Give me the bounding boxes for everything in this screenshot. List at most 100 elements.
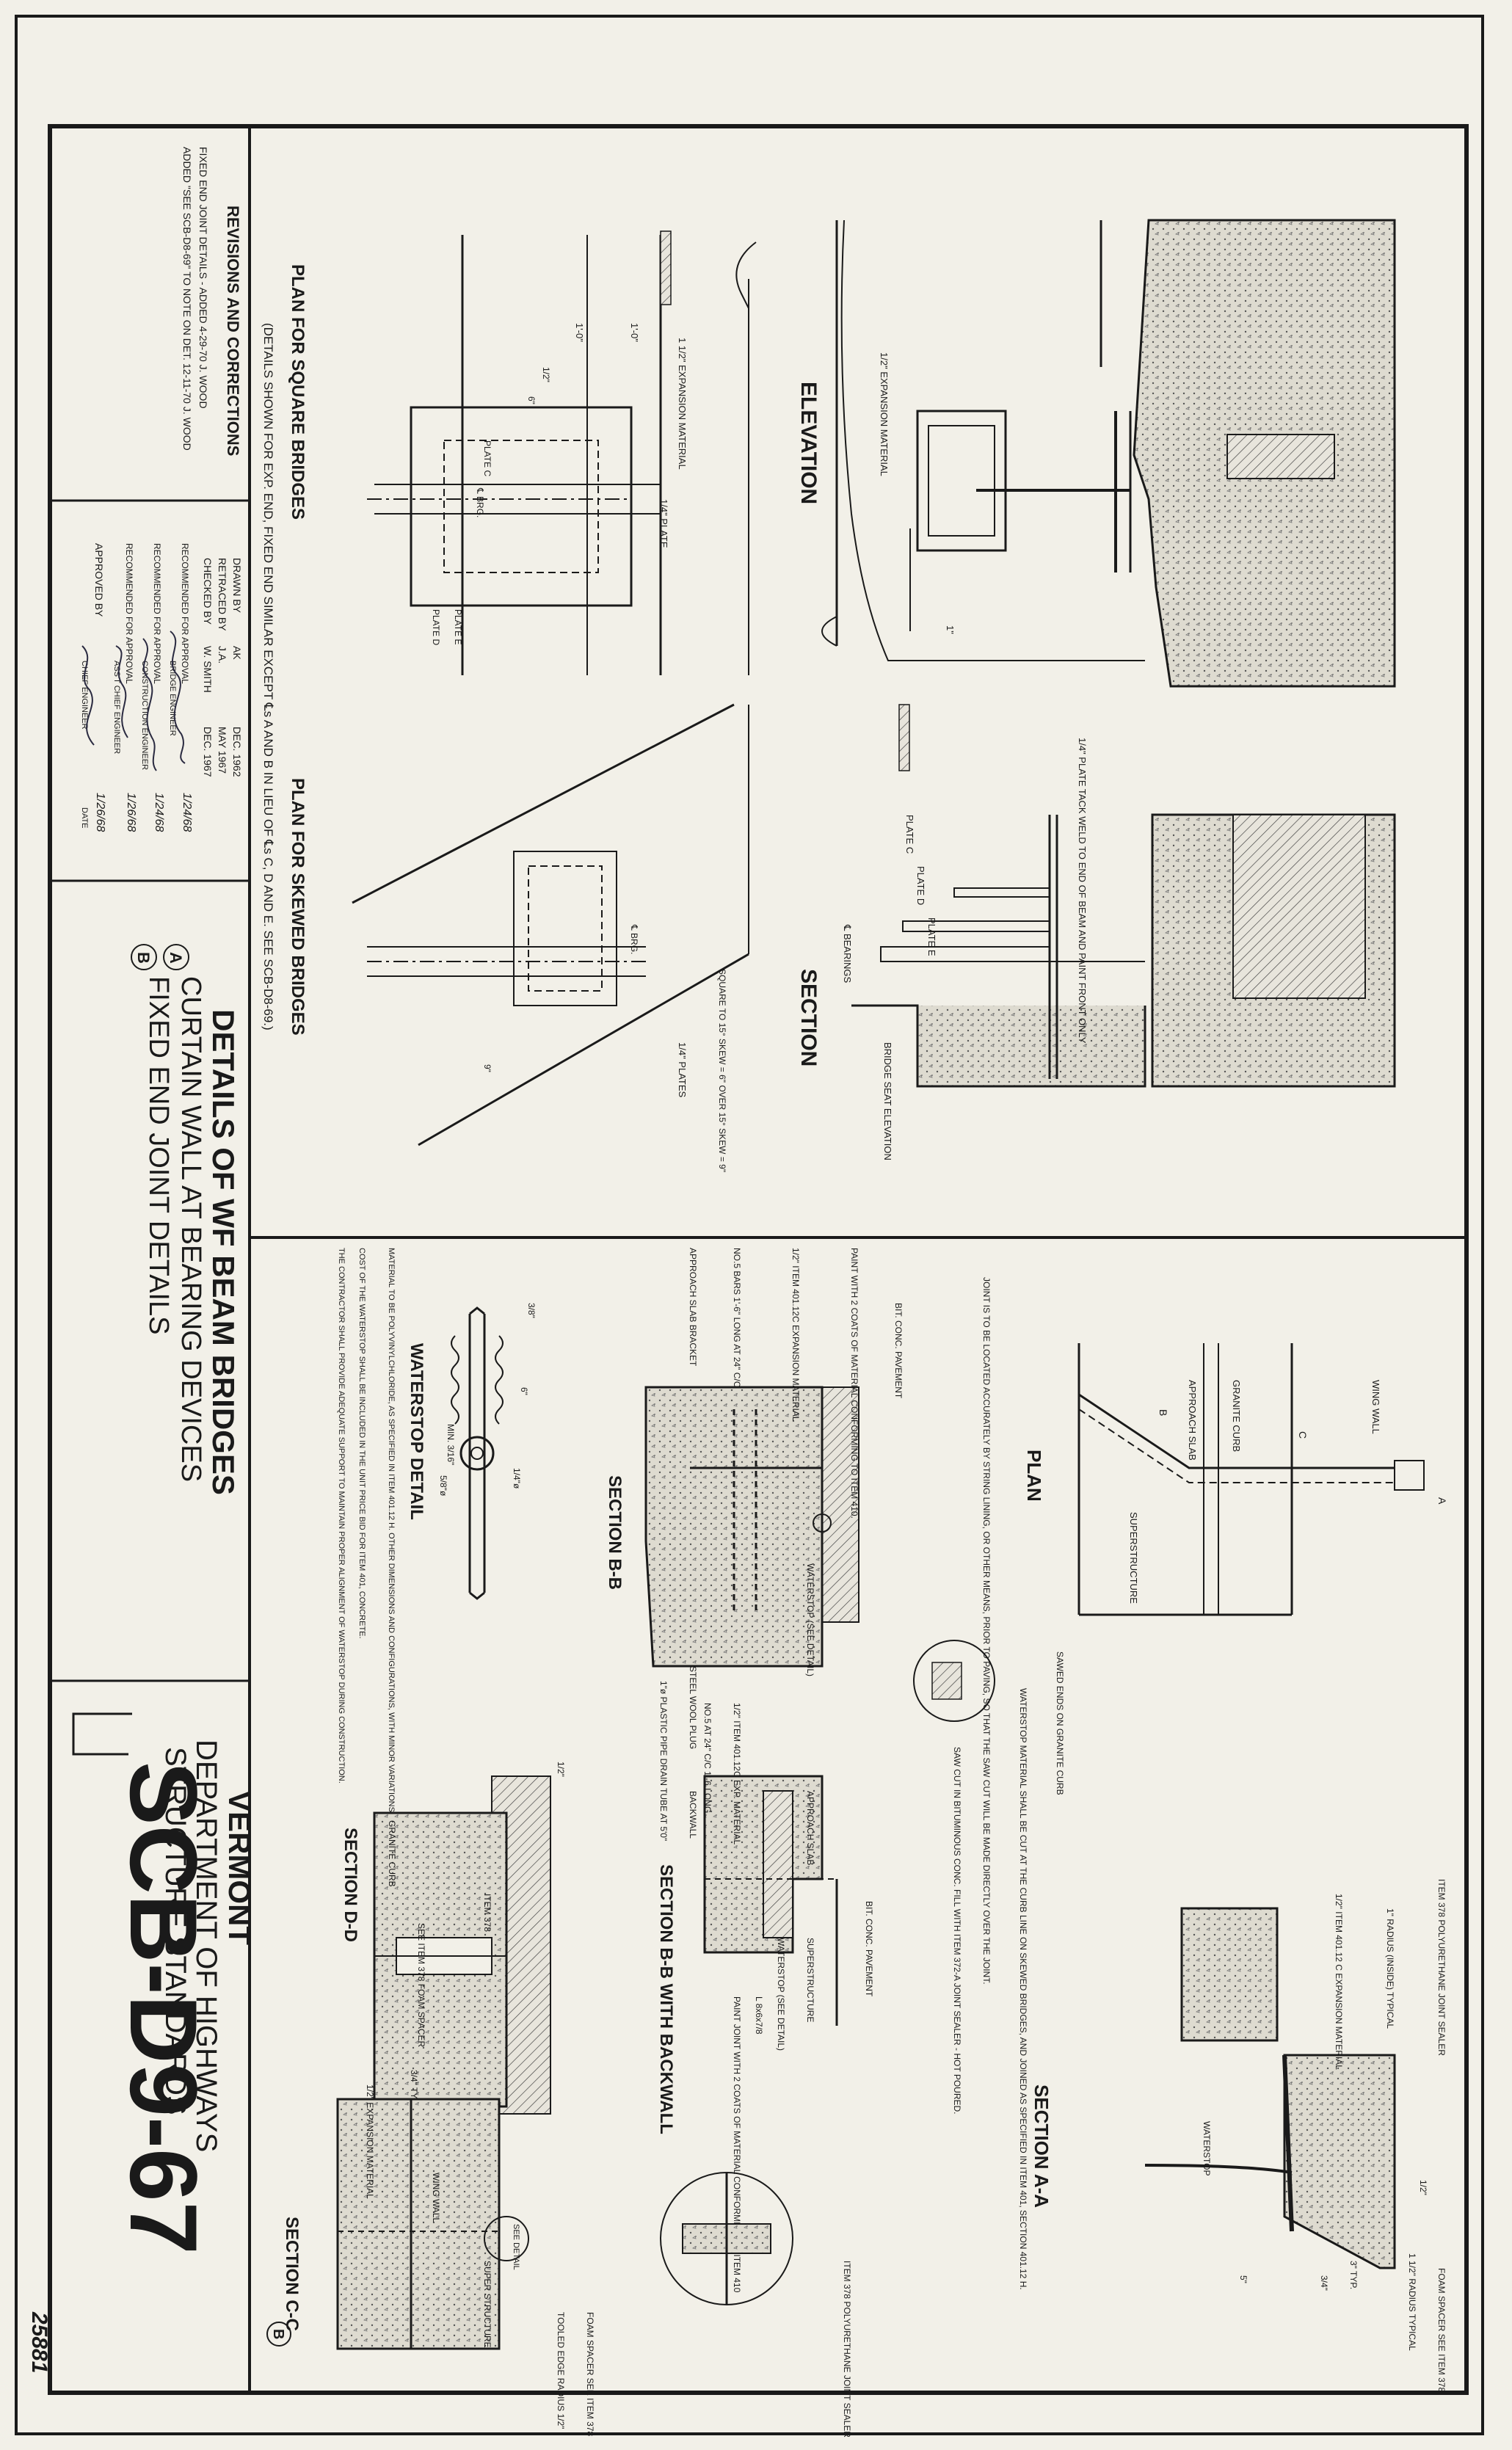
section-bb-bars: NO.5 BARS 1'-6" LONG AT 24" C/C [732,1248,742,1388]
plan-skewed-plates: 1/4" PLATES [677,1042,688,1098]
section-bbw-angle: L 8x6x7/8 [754,1996,764,2035]
agency-block: VERMONT DEPARTMENT OF HIGHWAYS STRUCTURE… [27,1712,257,2373]
revisions-heading: REVISIONS AND CORRECTIONS [224,206,242,456]
plan-skewed-drawing: PLAN FOR SKEWED BRIDGES 1/4" PLATES ℄ BR… [288,703,910,1172]
section-bb-callout [813,1513,832,1533]
section-aa-waterstop [1144,2164,1293,2174]
section-plate-c: PLATE C [904,815,915,854]
marker-b-circle [131,944,157,970]
section-drawing: SECTION 1/4" PLATE TACK WELD TO END OF B… [796,738,1396,1160]
section-cc-marker: B [270,2329,286,2339]
section-bb-saw-cut: SAW CUT IN BITUMINOUS CONC. FILL WITH IT… [952,1747,962,2115]
elevation-drawing: ELEVATION 1/2" EXPANSION MATERIAL 1" [796,219,1396,688]
plan-joint-wing: WING WALL [1370,1380,1381,1434]
plan-square-dim-1: 1'-0" [574,323,585,342]
agency-line-3: STRUCTURE STANDARDS [159,1747,192,2115]
section-cc-see-detail: SEE DETAIL [512,2224,520,2270]
section-cc-exp: 1/2" EXPANSION MATERIAL [365,2084,375,2199]
section-aa-five: 5" [1238,2275,1249,2283]
date-3: 1/26/68 [125,793,137,832]
section-bb-drawing: SECTION B-B JOINT IS TO BE LOCATED ACCUR… [605,1248,995,2115]
date-label: DATE [80,807,89,829]
plan-joint-cut-c: C [1297,1431,1309,1439]
drawn-by-label: DRAWN BY [231,558,243,614]
section-cc-drawing: SECTION C-C B ITEM 378 POLYURETHANE JOIN… [266,2084,852,2438]
plan-square-exp: 1 1/2" EXPANSION MATERIAL [677,338,688,470]
checked-by: W. SMITH [202,646,214,693]
marker-b: B [134,952,153,964]
plan-square-title: PLAN FOR SQUARE BRIDGES [288,264,308,520]
section-aa-half: 1/2" [1418,2180,1428,2195]
plan-joint-curb: GRANITE CURB [1231,1380,1242,1452]
checked-by-label: CHECKED BY [202,558,214,625]
section-bbw-waterstop: WATERSTOP (SEE DETAIL) [776,1938,786,2051]
hand-mark [72,1712,132,1756]
section-plate-e: PLATE E [926,917,937,956]
section-aa-three: 3" TYP. [1348,2261,1359,2289]
waterstop-six: 6" [519,1387,529,1395]
revisions-block: REVISIONS AND CORRECTIONS FIXED END JOIN… [181,147,242,456]
retraced-by-label: RETRACED BY [217,558,228,631]
section-dd-item: ITEM 378 [482,1894,493,1932]
section-dd-drawing: SECTION D-D GRANITE CURB SEE ITEM 378 FO… [341,1762,566,2115]
recommend-1: RECOMMENDED FOR APPROVAL [180,543,190,684]
date-1: 1/24/68 [181,793,193,832]
drawn-date: DEC. 1962 [231,727,243,777]
waterstop-dim-3: 5/8"ø [438,1475,448,1497]
signature-3 [115,645,128,738]
title-block-frame [50,126,1466,2393]
section-cc-title: SECTION C-C [282,2217,302,2331]
section-cc-tooled: TOOLED EDGE RADIUS 1/2" [556,2312,566,2429]
plan-joint-slab: APPROACH SLAB [1187,1380,1198,1461]
section-aa-radius-typ: 1 1/2" RADIUS TYPICAL [1407,2253,1417,2351]
inner-border [48,124,1469,2395]
section-hatch [1232,814,1366,999]
checked-date: DEC. 1967 [202,727,214,777]
section-bb-waterstop: WATERSTOP (SEE DETAIL) [805,1563,815,1676]
signature-2 [142,638,157,771]
section-bb-backwall-drawing: SECTION B-B WITH BACKWALL BIT. CONC. PAV… [656,1703,874,2293]
elevation-exp-material: 1/2" EXPANSION MATERIAL [879,352,890,476]
sheet-stamp: 25881 [27,2311,51,2373]
section-aa-waterstop-label: WATERSTOP [1202,2121,1212,2175]
section-dd-typ: 3/4" TYP. [409,2070,419,2106]
section-dd-foam: SEE ITEM 378 FOAM SPACER [416,1923,426,2047]
section-cc-wing: WING WALL [431,2173,441,2223]
section-bbw-pavement: BIT. CONC. PAVEMENT [864,1901,874,1997]
elevation-dim-1: 1" [945,625,956,634]
plan-square-plate-c: PLATE C [482,440,493,476]
date-4: 1/26/68 [94,793,106,832]
section-aa-three-quarter: 3/4" [1319,2275,1329,2291]
plan-square-dim-4: 6" [526,396,537,404]
plan-joint-cut-b: B [1157,1409,1169,1416]
waterstop-profile [468,1306,486,1600]
plan-square-plate-d: PLATE D [431,609,441,645]
role-3: ASS'T CHIEF ENGINEER [112,661,121,754]
approvals-block: DRAWN BY AK DEC. 1962 RETRACED BY J.A. M… [80,543,243,832]
plan-square-drawing: PLAN FOR SQUARE BRIDGES (DETAILS SHOWN F… [261,230,757,1030]
revision-line-1: FIXED END JOINT DETAILS - ADDED 4-29-70 … [197,147,209,409]
recommend-3: RECOMMENDED FOR APPROVAL [124,543,134,684]
section-bb-drain: 1"ø PLASTIC PIPE DRAIN TUBE AT 5'0" [658,1681,669,1841]
elevation-curtain-plate [916,410,1007,552]
section-bbw-exp: 1/2" ITEM 401.12C EXP. MATERIAL [732,1703,742,1845]
section-title: SECTION [796,969,821,1066]
section-bridge-seat: BRIDGE SEAT ELEVATION [882,1042,893,1160]
drawing-title: DETAILS OF WF BEAM BRIDGES A CURTAIN WAL… [131,944,241,1495]
plan-skewed-brg: ℄ BRG. [629,924,639,954]
waterstop-dim-1: 3/8" [526,1303,537,1318]
plan-note: (DETAILS SHOWN FOR EXP. END, FIXED END S… [261,323,275,1030]
marker-a-circle [163,944,189,970]
plan-skewed-note: SQUARE TO 15° SKEW = 6" OVER 15° SKEW = … [717,969,727,1172]
title-line-2: CURTAIN WALL AT BEARING DEVICES [175,976,206,1482]
plan-square-plate [410,406,633,607]
section-bbw-super: SUPERSTRUCTURE [805,1938,815,2022]
plan-square-brg: ℄ BRG. [475,487,485,517]
section-bb-bracket: APPROACH SLAB BRACKET [688,1248,698,1367]
section-plate-d: PLATE D [915,866,926,905]
waterstop-title: WATERSTOP DETAIL [407,1343,426,1520]
section-bb-detail-bubble [913,1640,995,1722]
section-cc-foam: FOAM SPACER SEE ITEM 378 [585,2312,595,2436]
plan-joint-drawing: PLAN WING WALL GRANITE CURB APPROACH SLA… [1018,1343,1448,2290]
section-bearings: ℄ BEARINGS [842,924,853,983]
